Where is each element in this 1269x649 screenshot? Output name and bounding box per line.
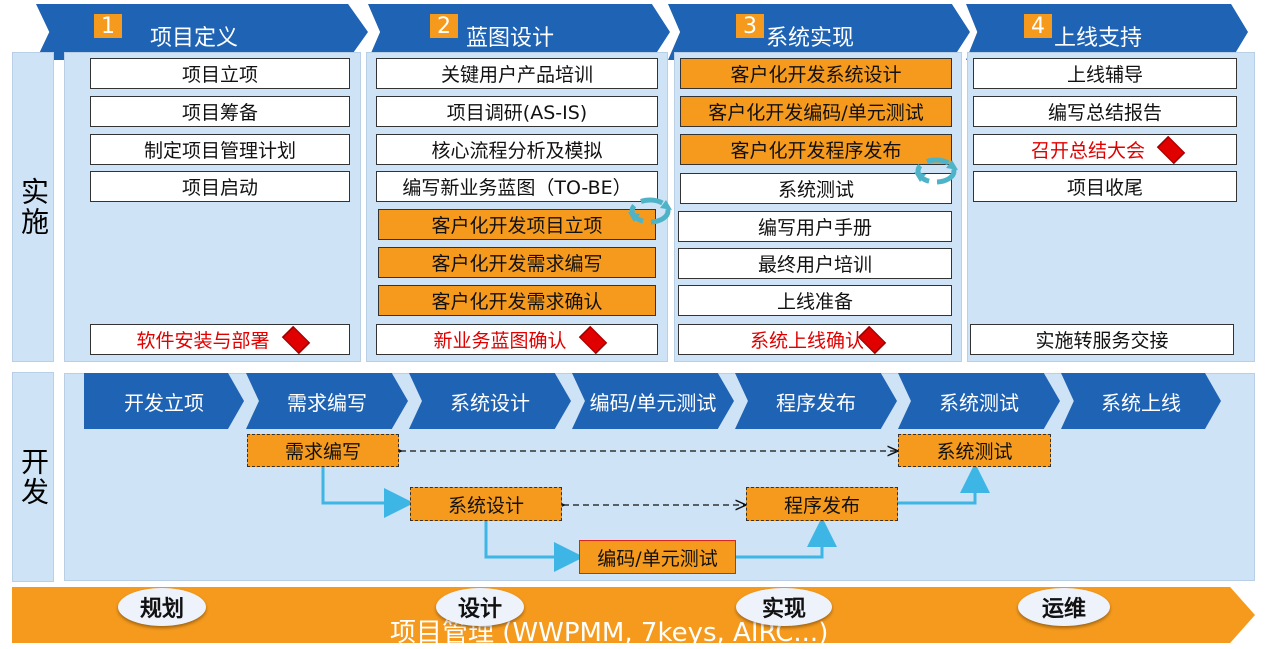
stage-oval: 设计 xyxy=(436,588,524,626)
milestone-label: 软件安装与部署 xyxy=(136,330,270,352)
task-box: 实施转服务交接 xyxy=(970,324,1234,355)
task-box: 上线辅导 xyxy=(973,58,1237,89)
phase-number: 3 xyxy=(736,14,764,39)
milestone-box: 新业务蓝图确认 xyxy=(376,324,658,355)
dev-step: 需求编写 xyxy=(246,373,408,429)
task-box: 上线准备 xyxy=(678,285,952,316)
stage-oval: 规划 xyxy=(118,588,206,626)
phase-3-header: 3 系统实现 xyxy=(668,4,970,60)
phase-title: 蓝图设计 xyxy=(466,26,555,51)
stage-oval: 运维 xyxy=(1018,588,1110,626)
task-box: 编写总结报告 xyxy=(973,96,1237,127)
phase-number: 1 xyxy=(94,14,122,39)
dev-step: 程序发布 xyxy=(735,373,897,429)
custom-dev-box: 客户化开发程序发布 xyxy=(680,134,952,165)
task-box: 制定项目管理计划 xyxy=(90,134,350,165)
dev-step: 系统测试 xyxy=(898,373,1060,429)
v-system-test-box: 系统测试 xyxy=(898,434,1051,467)
v-system-design-box: 系统设计 xyxy=(410,487,562,521)
cycle-icon xyxy=(914,157,958,185)
v-coding-box: 编码/单元测试 xyxy=(579,540,736,574)
dev-step: 系统设计 xyxy=(409,373,571,429)
phase-title: 系统实现 xyxy=(766,26,855,51)
custom-dev-box: 客户化开发需求确认 xyxy=(378,285,656,316)
task-box: 项目调研(AS-IS) xyxy=(376,96,658,127)
phase-title: 上线支持 xyxy=(1054,26,1143,51)
task-box: 关键用户产品培训 xyxy=(376,58,658,89)
v-requirement-box: 需求编写 xyxy=(247,434,399,467)
phase-title: 项目定义 xyxy=(150,26,239,51)
task-box: 核心流程分析及模拟 xyxy=(376,134,658,165)
phase-2-header: 2 蓝图设计 xyxy=(368,4,670,60)
cycle-icon xyxy=(628,197,672,225)
custom-dev-box: 客户化开发系统设计 xyxy=(680,58,952,89)
implement-side-label: 实施 xyxy=(12,52,54,362)
v-release-box: 程序发布 xyxy=(746,487,898,521)
task-box: 系统测试 xyxy=(680,173,952,204)
dev-step: 系统上线 xyxy=(1061,373,1221,429)
milestone-label: 召开总结大会 xyxy=(1030,140,1145,162)
phase-number: 4 xyxy=(1024,14,1052,39)
custom-dev-box: 客户化开发项目立项 xyxy=(378,209,656,240)
phase-4-header: 4 上线支持 xyxy=(966,4,1248,60)
milestone-box: 召开总结大会 xyxy=(973,134,1237,165)
phase-1-header: 1 项目定义 xyxy=(36,4,368,60)
phase-number: 2 xyxy=(430,14,458,39)
task-box: 最终用户培训 xyxy=(678,248,952,279)
milestone-label: 系统上线确认 xyxy=(749,330,864,352)
task-box: 项目筹备 xyxy=(90,96,350,127)
custom-dev-box: 客户化开发需求编写 xyxy=(378,247,656,278)
develop-side-label: 开发 xyxy=(12,372,54,582)
task-box: 项目启动 xyxy=(90,171,350,202)
milestone-label: 新业务蓝图确认 xyxy=(433,330,567,352)
custom-dev-box: 客户化开发编码/单元测试 xyxy=(680,96,952,127)
task-box: 项目收尾 xyxy=(973,171,1237,202)
task-box: 编写用户手册 xyxy=(678,211,952,242)
stage-oval: 实现 xyxy=(736,588,832,626)
task-box: 编写新业务蓝图（TO-BE） xyxy=(376,171,658,202)
task-box: 项目立项 xyxy=(90,58,350,89)
milestone-box: 软件安装与部署 xyxy=(90,324,350,355)
dev-step: 开发立项 xyxy=(84,373,244,429)
dev-step: 编码/单元测试 xyxy=(572,373,734,429)
milestone-box: 系统上线确认 xyxy=(678,324,952,355)
